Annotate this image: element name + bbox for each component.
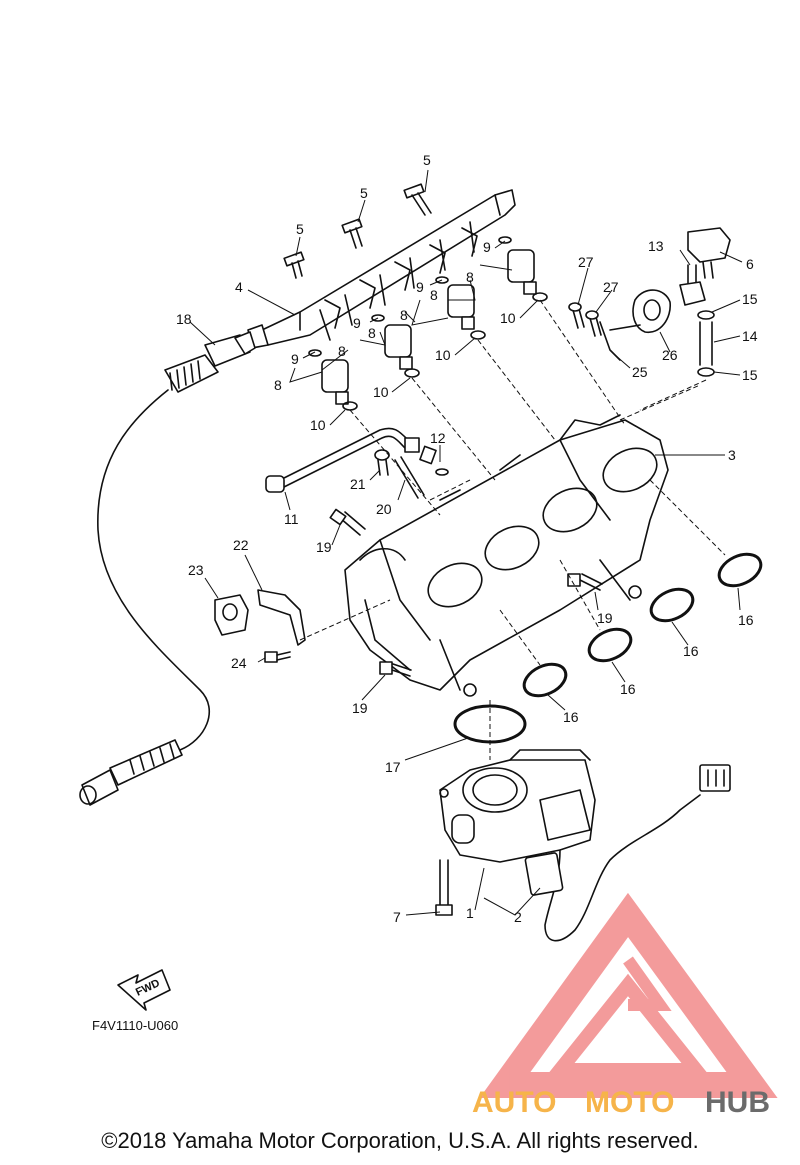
automotohub-logo-triangle (479, 892, 778, 1098)
o-ring-9-d (308, 349, 322, 357)
injector-a (507, 249, 548, 302)
wire-harness-18 (79, 331, 256, 806)
callout-13: 13 (648, 238, 664, 254)
injector-group (308, 236, 548, 411)
callout-9-d: 9 (291, 351, 299, 367)
callout-15-b: 15 (742, 367, 758, 383)
callout-16-b: 16 (683, 643, 699, 659)
o-ring-16-a (522, 662, 568, 698)
callout-9-b: 9 (416, 279, 424, 295)
callout-8-c: 8 (338, 343, 346, 359)
o-ring-16-group (522, 552, 763, 698)
callout-21: 21 (350, 476, 366, 492)
callout-7: 7 (393, 909, 401, 925)
callout-22: 22 (233, 537, 249, 553)
bolt-27-a (568, 302, 585, 329)
injector-d (321, 359, 358, 411)
hose-14 (699, 321, 713, 366)
callout-10-b: 10 (435, 347, 451, 363)
drawing-code: F4V1110-U060 (92, 1018, 178, 1033)
copyright-notice: ©2018 Yamaha Motor Corporation, U.S.A. A… (101, 1128, 699, 1153)
throttle-harness (524, 764, 731, 942)
injector-c (384, 324, 420, 378)
callout-9-c: 9 (353, 315, 361, 331)
o-ring-16-b (587, 627, 633, 663)
throttle-body (439, 749, 596, 863)
o-ring-16-c (649, 587, 695, 623)
bolt-24 (264, 651, 291, 663)
o-ring-16-d (717, 552, 763, 588)
bolt-5-a (403, 183, 432, 216)
callout-16-d: 16 (563, 709, 579, 725)
callout-16-c: 16 (620, 681, 636, 697)
bolt-19-b (579, 573, 603, 591)
callout-5-c: 5 (296, 221, 304, 237)
callout-8-d: 8 (274, 377, 282, 393)
callout-10-a: 10 (500, 310, 516, 326)
callout-10-d: 10 (310, 417, 326, 433)
callout-8-a: 8 (466, 269, 474, 285)
o-ring-9-c (371, 314, 385, 322)
leader-lines (189, 169, 743, 916)
bolt-19-group (329, 508, 603, 677)
callout-11: 11 (284, 511, 299, 527)
cover-26 (632, 289, 671, 334)
o-ring-9-b (435, 276, 449, 284)
watermark-hub: HUB (705, 1086, 770, 1119)
bolt-5-c (283, 251, 305, 279)
callout-24: 24 (231, 655, 247, 671)
damper-23 (214, 594, 249, 636)
callout-12: 12 (430, 430, 446, 446)
intake-manifold (344, 414, 669, 697)
callout-3: 3 (728, 447, 736, 463)
callout-23: 23 (188, 562, 204, 578)
callout-19-c: 19 (352, 700, 368, 716)
watermark-auto: AUTO (472, 1086, 556, 1119)
sensor-12 (419, 445, 449, 476)
callout-1: 1 (466, 905, 474, 921)
watermark-moto: MOTO (585, 1086, 674, 1119)
callout-19-b: 19 (597, 610, 613, 626)
callout-8-f: 8 (430, 287, 438, 303)
callout-26: 26 (662, 347, 678, 363)
callout-6: 6 (746, 256, 754, 272)
bolt-5-b (341, 218, 363, 249)
callout-8-e: 8 (368, 325, 376, 341)
callout-14: 14 (742, 328, 758, 344)
automotohub-watermark: AUTO MOTO HUB (472, 892, 778, 1119)
fwd-arrow: FWD (117, 969, 171, 1011)
callout-27-b: 27 (603, 279, 619, 295)
callout-18: 18 (176, 311, 192, 327)
pressure-sensor-6 (687, 227, 731, 279)
callout-19-a: 19 (316, 539, 332, 555)
callout-25: 25 (632, 364, 648, 380)
callout-4: 4 (235, 279, 243, 295)
bracket-25 (599, 321, 641, 361)
callout-17: 17 (385, 759, 401, 775)
bolt-7 (435, 859, 453, 916)
bolt-27-b (585, 310, 602, 337)
assembly-lines (299, 299, 726, 760)
callout-10-c: 10 (373, 384, 389, 400)
joint-13 (679, 264, 706, 306)
injector-b (447, 284, 486, 340)
callout-8-b: 8 (400, 307, 408, 323)
callout-labels: 5 5 5 4 18 9 9 9 9 8 8 8 8 8 8 10 10 10 … (176, 152, 758, 925)
callout-5-a: 5 (423, 152, 431, 168)
callout-27-a: 27 (578, 254, 594, 270)
callout-15-a: 15 (742, 291, 758, 307)
callout-5-b: 5 (360, 185, 368, 201)
o-ring-9-a (498, 236, 512, 244)
callout-2: 2 (514, 909, 522, 925)
callout-20: 20 (376, 501, 392, 517)
callout-9-a: 9 (483, 239, 491, 255)
bolt-5-group (283, 183, 432, 279)
callout-16-a: 16 (738, 612, 754, 628)
fuel-rail (247, 189, 516, 349)
bracket-22 (257, 589, 306, 646)
bolt-19-c (391, 663, 412, 677)
hose-11 (265, 427, 420, 493)
